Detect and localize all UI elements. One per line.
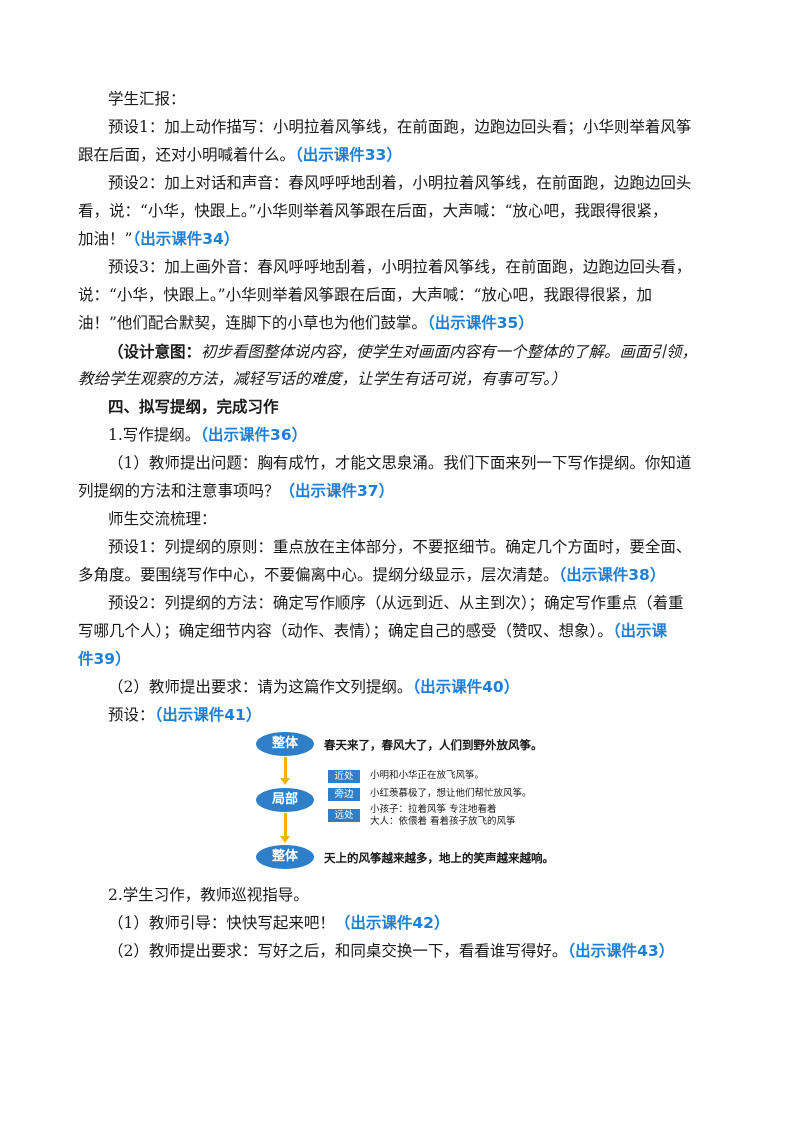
para-method-line2: 写哪几个人）；确定细节内容（动作、表情）；确定自己的感受（赞叹、想象）。（出示课: [78, 618, 698, 646]
text: 写哪几个人）；确定细节内容（动作、表情）；确定自己的感受（赞叹、想象）。: [78, 622, 613, 640]
para-outline-title: 1.写作提纲。（出示课件36）: [108, 422, 728, 450]
courseware-ref: （出示课件36）: [200, 426, 308, 444]
node-whole-top: 整体: [256, 732, 314, 756]
text-far-children: 小孩子：拉着风筝 专注地看着: [370, 804, 497, 815]
text: 师生交流梳理：: [108, 510, 217, 528]
arrow-line-2: [284, 813, 287, 837]
text: 看，说：“小华，快跟上。”小华则举着风筝跟在后面，大声喊：“放心吧，我跟得很紧，: [78, 202, 668, 220]
arrow-line-1: [284, 757, 287, 779]
para-preset: 预设：（出示课件41）: [108, 702, 728, 730]
para-principle-line2: 多角度。要围绕写作中心，不要偏离中心。提纲分级显示，层次清楚。（出示课件38）: [78, 562, 698, 590]
text: 预设1：列提纲的原则：重点放在主体部分，不要抠细节。确定几个方面时，要全面、: [108, 538, 692, 556]
para-teacher-question-line1: （1）教师提出问题：胸有成竹，才能文思泉涌。我们下面来列一下写作提纲。你知道: [108, 450, 728, 478]
courseware-ref: （出示课件34）: [132, 230, 240, 248]
courseware-ref: （出示课件41）: [154, 706, 262, 724]
courseware-ref: （出示课件37）: [279, 482, 395, 500]
text: 油！”他们配合默契，连脚下的小草也为他们鼓掌。: [78, 314, 427, 332]
para-student-report: 学生汇报：: [108, 86, 728, 114]
para-exchange: 师生交流梳理：: [108, 506, 728, 534]
courseware-ref: （出示课: [612, 622, 668, 640]
text: 学生汇报：: [108, 90, 186, 108]
para-principle-line1: 预设1：列提纲的原则：重点放在主体部分，不要抠细节。确定几个方面时，要全面、: [108, 534, 728, 562]
text-whole-top: 春天来了，春风大了，人们到野外放风筝。: [324, 738, 543, 752]
text: 预设：: [108, 706, 155, 724]
text: 2.学生习作，教师巡视指导。: [108, 886, 309, 904]
section-heading: 四、拟写提纲，完成习作: [108, 394, 728, 422]
arrow-down-icon: [280, 836, 290, 843]
para-teacher-question-line2: 列提纲的方法和注意事项吗？（出示课件37）: [78, 478, 698, 506]
para-preset3-line1: 预设3：加上画外音：春风呼呼地刮着，小明拉着风筝线，在前面跑，边跑边回头看，: [108, 254, 728, 282]
courseware-ref: （出示课件35）: [426, 314, 534, 332]
courseware-ref: （出示课件33）: [295, 146, 402, 164]
para-design-intent-line1: （设计意图：初步看图整体说内容，使学生对画面内容有一个整体的了解。画面引领，: [108, 338, 728, 367]
para-preset3-line2: 说：“小华，快跟上。”小华则举着风筝跟在后面，大声喊：“放心吧，我跟得很紧，加: [78, 282, 698, 310]
text: 教给学生观察的方法，减轻写话的难度，让学生有话可说，有事可写。）: [78, 370, 567, 388]
text: （1）教师提出问题：胸有成竹，才能文思泉涌。我们下面来列一下写作提纲。你知道: [108, 454, 692, 472]
outline-flowchart: 整体 春天来了，春风大了，人们到野外放风筝。 局部 近处 小明和小华正在放飞风筝…: [256, 730, 556, 880]
courseware-ref: 件39）: [78, 650, 131, 668]
para-design-intent-line2: 教给学生观察的方法，减轻写话的难度，让学生有话可说，有事可写。）: [78, 366, 698, 394]
text: （2）教师提出要求：写好之后，和同桌交换一下，看看谁写得好。: [108, 942, 568, 960]
courseware-ref: （出示课件43）: [567, 942, 675, 960]
para-method-line1: 预设2：列提纲的方法：确定写作顺序（从远到近、从主到次）；确定写作重点（着重: [108, 590, 728, 618]
para-preset1-line2: 跟在后面，还对小明喊着什么。（出示课件33）: [78, 142, 698, 170]
text: （1）教师引导：快快写起来吧！: [108, 914, 335, 932]
para-preset2-line1: 预设2：加上对话和声音：春风呼呼地刮着，小明拉着风筝线，在前面跑，边跑边回头: [108, 170, 728, 198]
para-preset2-line3: 加油！”（出示课件34）: [78, 226, 698, 254]
arrow-down-icon: [280, 778, 290, 785]
text-far-adults: 大人：依偎着 看着孩子放飞的风筝: [370, 816, 516, 827]
text-near: 小明和小华正在放飞风筝。: [370, 770, 485, 781]
para-preset1-line1: 预设1：加上动作描写：小明拉着风筝线，在前面跑，边跑边回头看；小华则举着风筝: [108, 114, 728, 142]
design-intent-label: （设计意图：: [108, 342, 202, 361]
text: 预设3：加上画外音：春风呼呼地刮着，小明拉着风筝线，在前面跑，边跑边回头看，: [108, 258, 692, 276]
courseware-ref: （出示课件40）: [412, 678, 520, 696]
para-teacher-guide: （1）教师引导：快快写起来吧！（出示课件42）: [108, 910, 728, 938]
para-preset2-line2: 看，说：“小华，快跟上。”小华则举着风筝跟在后面，大声喊：“放心吧，我跟得很紧，: [78, 198, 698, 226]
courseware-ref: （出示课件38）: [558, 566, 666, 584]
tag-side: 旁边: [328, 788, 360, 801]
para-student-writing: 2.学生习作，教师巡视指导。: [108, 882, 728, 910]
text: 跟在后面，还对小明喊着什么。: [78, 146, 296, 164]
node-whole-bottom: 整体: [256, 845, 314, 869]
text: 预设1：加上动作描写：小明拉着风筝线，在前面跑，边跑边回头看；小华则举着风筝: [108, 118, 692, 136]
para-preset3-line3: 油！”他们配合默契，连脚下的小草也为他们鼓掌。（出示课件35）: [78, 310, 698, 338]
text: 预设2：加上对话和声音：春风呼呼地刮着，小明拉着风筝线，在前面跑，边跑边回头: [108, 174, 692, 192]
text: 预设2：列提纲的方法：确定写作顺序（从远到近、从主到次）；确定写作重点（着重: [108, 594, 684, 612]
para-requirement: （2）教师提出要求：请为这篇作文列提纲。（出示课件40）: [108, 674, 728, 702]
courseware-ref: （出示课件42）: [334, 914, 450, 932]
para-exchange-requirement: （2）教师提出要求：写好之后，和同桌交换一下，看看谁写得好。（出示课件43）: [108, 938, 728, 966]
tag-far: 远处: [328, 809, 360, 822]
para-method-line3: 件39）: [78, 646, 698, 674]
text: 加油！”: [78, 230, 133, 248]
text: 多角度。要围绕写作中心，不要偏离中心。提纲分级显示，层次清楚。: [78, 566, 559, 584]
text: 说：“小华，快跟上。”小华则举着风筝跟在后面，大声喊：“放心吧，我跟得很紧，加: [78, 286, 653, 304]
text: 列提纲的方法和注意事项吗？: [78, 482, 280, 500]
text: （2）教师提出要求：请为这篇作文列提纲。: [108, 678, 413, 696]
node-part: 局部: [256, 788, 314, 812]
text-side: 小红羡慕极了，想让他们帮忙放风筝。: [370, 788, 532, 799]
text-whole-bottom: 天上的风筝越来越多，地上的笑声越来越响。: [324, 851, 554, 865]
tag-near: 近处: [328, 770, 360, 783]
text: 1.写作提纲。: [108, 426, 201, 444]
text: 初步看图整体说内容，使学生对画面内容有一个整体的了解。画面引领，: [201, 343, 698, 361]
text: 四、拟写提纲，完成习作: [108, 398, 279, 416]
